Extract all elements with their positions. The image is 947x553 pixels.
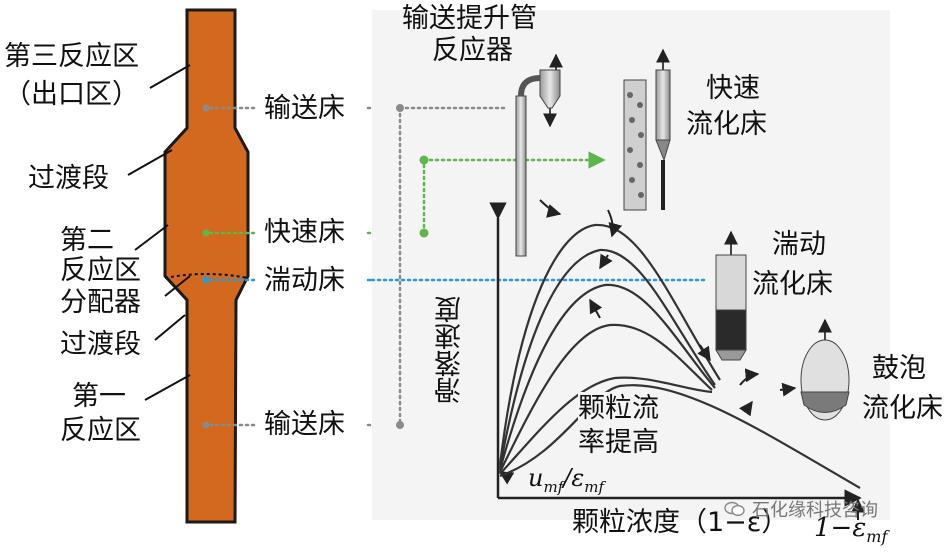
- dot-fast-bed: [202, 229, 210, 237]
- dot-turbulent-bed: [202, 276, 210, 284]
- flux-increase-label-line1: 颗粒流: [578, 392, 659, 425]
- curve-5: [499, 376, 713, 475]
- riser-label-line1: 输送提升管: [402, 3, 537, 34]
- wechat-icon: [724, 501, 745, 517]
- regime-fast-bed: 快速床: [264, 217, 345, 248]
- zone3-label-line1: 第三反应区: [4, 41, 139, 72]
- transition-lower-label: 过渡段: [60, 329, 141, 360]
- dot-transport-bottom: [202, 421, 210, 429]
- curve-1: [498, 223, 721, 466]
- curve-2: [498, 248, 716, 469]
- watermark-text: 石化缘科技咨询: [752, 500, 878, 521]
- leader-lines: [127, 64, 191, 401]
- bubbling-label-line1: 鼓泡: [872, 353, 926, 384]
- zone1-label-line2: 反应区: [60, 415, 141, 446]
- fast-fluidized-bed-icon: [623, 48, 671, 211]
- flux-increase-label-line2: 率提高: [578, 426, 659, 459]
- reactor-vessel: [163, 8, 250, 524]
- bubbling-fluidized-bed-icon: [800, 318, 850, 421]
- regime-links-front: [370, 106, 708, 427]
- zone3-label-line2: （出口区）: [4, 79, 139, 110]
- curve-3: [498, 283, 716, 471]
- y-axis-label: 滑落速度: [435, 296, 466, 404]
- slip-curves: [498, 223, 861, 489]
- x-end-label: 1−εmf: [814, 513, 888, 547]
- regime-transport-top: 输送床: [264, 93, 345, 124]
- zone2-label-line1: 第二: [60, 225, 114, 256]
- distributor-plate: [164, 273, 249, 279]
- transition-upper-label: 过渡段: [28, 163, 109, 194]
- bubbling-label-line2: 流化床: [862, 393, 943, 424]
- junction-gray-bottom-front: [396, 421, 404, 429]
- junction-green-top-front: [419, 155, 429, 165]
- turbulent-fluidized-label-line2: 流化床: [752, 269, 833, 300]
- chart-axes: [489, 202, 862, 507]
- junction-green-front: [419, 228, 429, 238]
- watermark: 石化缘科技咨询: [724, 496, 878, 522]
- regime-turbulent-bed: 湍动床: [264, 265, 345, 296]
- riser-reactor-icon: [515, 53, 563, 257]
- flow-arrows: [539, 199, 797, 417]
- fast-fluidized-label-line2: 流化床: [686, 109, 767, 140]
- zone2-label-line2: 反应区: [60, 255, 141, 286]
- zone1-label-line1: 第一: [72, 381, 126, 412]
- turbulent-fluidized-bed-icon: [715, 230, 747, 361]
- regime-transport-bottom: 输送床: [264, 409, 345, 440]
- curve-6: [499, 384, 861, 489]
- umf-eps-label: umf/εmf: [528, 464, 604, 496]
- fast-fluidized-label-line1: 快速: [706, 73, 760, 104]
- curve-4: [499, 323, 713, 473]
- x-axis-label: 颗粒浓度（1−ε）: [572, 507, 789, 538]
- distributor-label: 分配器: [60, 287, 141, 318]
- dot-transport-top: [202, 104, 210, 112]
- turbulent-fluidized-label-line1: 湍动: [772, 229, 826, 260]
- riser-label-line2: 反应器: [432, 35, 513, 66]
- junction-gray-top-front: [396, 104, 404, 112]
